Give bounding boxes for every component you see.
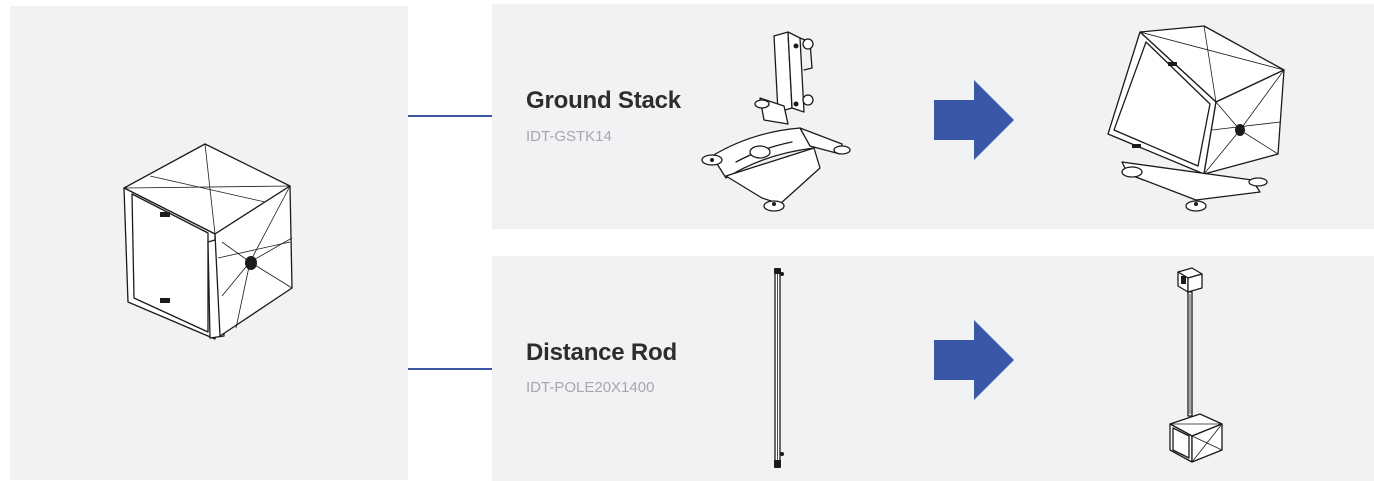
subwoofer-cabinet-icon (123, 143, 293, 340)
arrow-right-icon (934, 320, 1014, 400)
speaker-on-distance-rod-icon (1169, 267, 1223, 463)
connector-line-ground-stack (408, 115, 492, 117)
accessory-code: IDT-POLE20X1400 (526, 379, 655, 396)
accessory-code: IDT-GSTK14 (526, 128, 612, 145)
arrow-right-icon (934, 80, 1014, 160)
main-product-panel (10, 6, 408, 480)
speaker-on-ground-stack-icon (1107, 25, 1285, 212)
accessory-row-distance-rod: Distance Rod IDT-POLE20X1400 (492, 256, 1374, 481)
connector-line-distance-rod (408, 368, 492, 370)
ground-stack-bracket-icon (701, 31, 851, 212)
accessory-name: Ground Stack (526, 87, 681, 114)
accessory-row-ground-stack: Ground Stack IDT-GSTK14 (492, 4, 1374, 229)
accessory-name: Distance Rod (526, 339, 677, 366)
distance-rod-icon (774, 268, 784, 468)
